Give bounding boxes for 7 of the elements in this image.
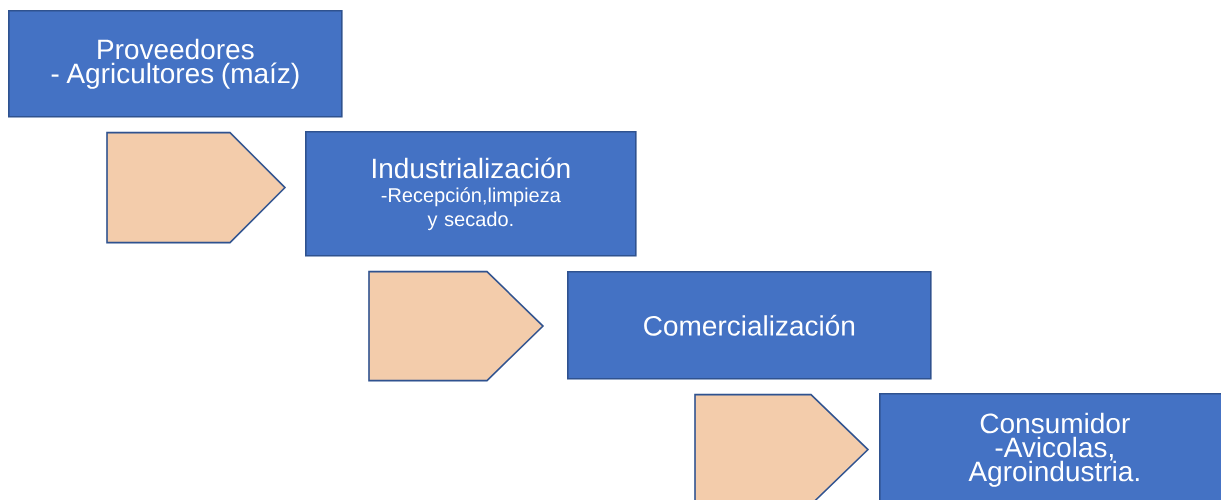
process-box: Industrialización -Recepción,limpieza y secado. [305,131,637,257]
process-box: Comercialización [567,271,932,380]
chevron-arrow [694,393,870,500]
chevron-arrow [368,270,545,382]
process-box: Proveedores - Agricultores (maíz) [8,10,343,118]
chevron-arrow [106,131,287,244]
process-box: Consumidor -Avicolas, Agroindustria. [879,393,1221,500]
